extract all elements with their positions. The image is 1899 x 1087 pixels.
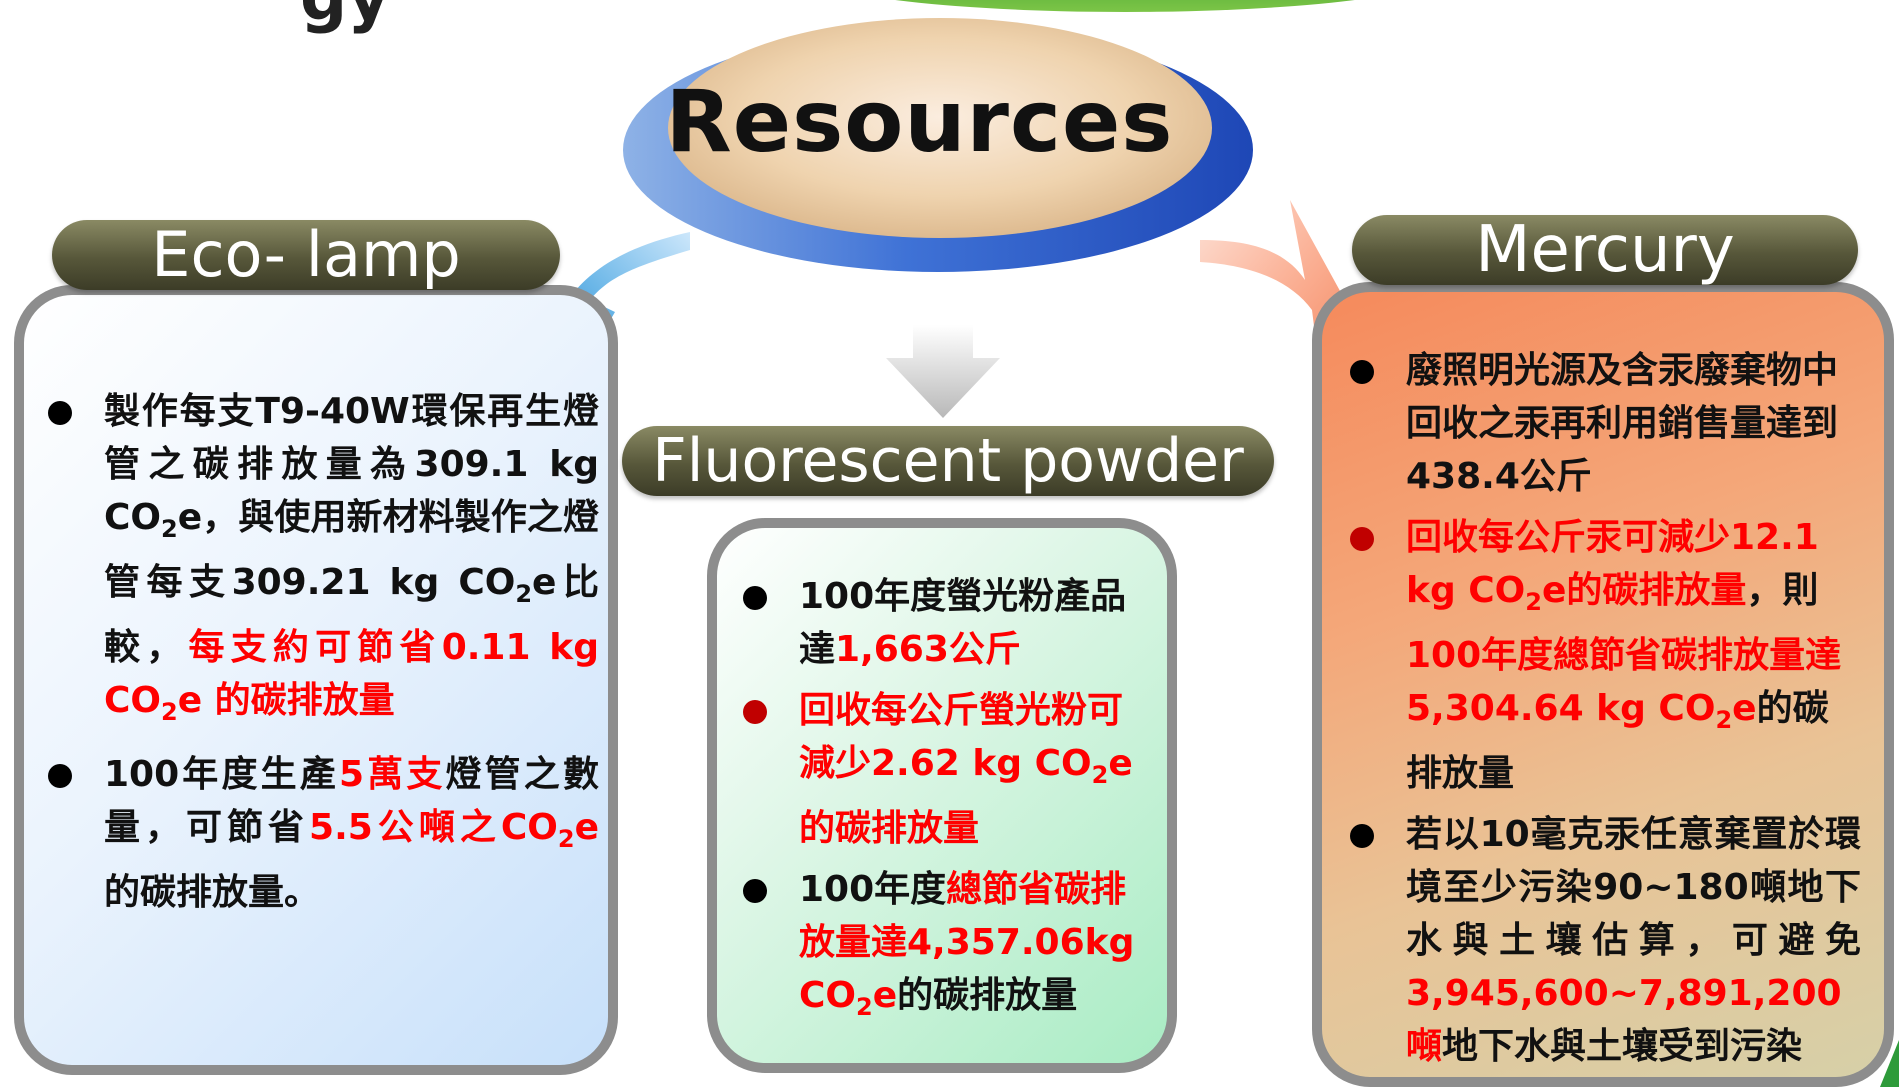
top-cropped-title: gy bbox=[300, 0, 390, 35]
mercury-title: Mercury bbox=[1352, 215, 1858, 285]
mercury-bullet-1: 廢照明光源及含汞廢棄物中回收之汞再利用銷售量達到438.4公斤 bbox=[1346, 344, 1861, 503]
mercury-bullet-3: 若以10毫克汞任意棄置於環境至少污染90~180噸地下水與土壤估算，可避免3,9… bbox=[1346, 808, 1861, 1073]
mercury-bullet-2: 回收每公斤汞可減少12.1 kg CO2e的碳排放量，則100年度總節省碳排放量… bbox=[1346, 511, 1861, 800]
eco-lamp-card: 製作每支T9-40W環保再生燈管之碳排放量為309.1 kg CO2e，與使用新… bbox=[14, 285, 618, 1075]
powder-bullet-1: 100年度螢光粉產品達1,663公斤 bbox=[739, 570, 1149, 676]
fluorescent-powder-card: 100年度螢光粉產品達1,663公斤 回收每公斤螢光粉可減少2.62 kg CO… bbox=[707, 518, 1177, 1073]
corner-green-leaf bbox=[1880, 1040, 1899, 1087]
eco-bullet-1: 製作每支T9-40W環保再生燈管之碳排放量為309.1 kg CO2e，與使用新… bbox=[44, 385, 599, 740]
powder-bullet-2: 回收每公斤螢光粉可減少2.62 kg CO2e的碳排放量 bbox=[739, 684, 1149, 855]
eco-bullet-2: 100年度生產5萬支燈管之數量，可節省5.5公噸之CO2e 的碳排放量。 bbox=[44, 748, 599, 919]
hub-title: Resources bbox=[665, 72, 1174, 172]
eco-lamp-title: Eco- lamp bbox=[52, 220, 560, 290]
down-arrow bbox=[886, 325, 1000, 418]
right-arrow bbox=[1200, 200, 1345, 375]
mercury-card: 廢照明光源及含汞廢棄物中回收之汞再利用銷售量達到438.4公斤 回收每公斤汞可減… bbox=[1312, 282, 1894, 1087]
fluorescent-powder-title: Fluorescent powder bbox=[622, 426, 1274, 496]
hub-ellipse bbox=[668, 18, 1212, 238]
powder-bullet-3: 100年度總節省碳排放量達4,357.06kg CO2e的碳排放量 bbox=[739, 863, 1149, 1034]
